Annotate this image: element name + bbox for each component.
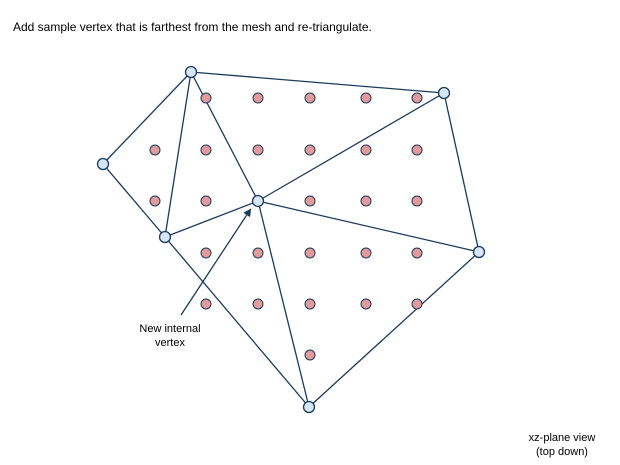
mesh-vertex: [158, 230, 172, 244]
sample-point: [411, 298, 423, 310]
sample-point: [200, 92, 212, 104]
sample-point: [200, 144, 212, 156]
mesh-edge: [190, 71, 445, 94]
sample-point: [411, 247, 423, 259]
sample-point: [411, 92, 423, 104]
mesh-edge: [102, 163, 166, 238]
mesh-edge: [102, 71, 192, 165]
view-label-line2: (top down): [536, 446, 588, 458]
sample-points: [149, 92, 423, 361]
sample-point: [360, 298, 372, 310]
sample-point: [200, 298, 212, 310]
mesh-edge: [257, 200, 310, 408]
view-label-line1: xz-plane view: [529, 432, 596, 444]
mesh-vertex: [184, 65, 198, 79]
sample-point: [252, 144, 264, 156]
mesh-vertex: [96, 157, 110, 171]
sample-point: [252, 298, 264, 310]
diagram-title: Add sample vertex that is farthest from …: [13, 20, 372, 34]
sample-point: [149, 144, 161, 156]
mesh-edge: [190, 71, 259, 202]
mesh-edge: [257, 200, 480, 253]
sample-point: [304, 195, 316, 207]
mesh-edge: [257, 92, 445, 202]
mesh-vertex: [472, 245, 486, 259]
sample-point: [200, 195, 212, 207]
mesh-vertex: [437, 86, 451, 100]
annotation-label-line1: New internal: [139, 323, 200, 335]
mesh-vertices: [96, 65, 486, 414]
sample-point: [304, 144, 316, 156]
sample-point: [411, 195, 423, 207]
annotation-label-line2: vertex: [155, 337, 185, 349]
mesh-edge: [164, 71, 192, 238]
mesh-edge: [164, 200, 259, 238]
mesh-edges: [102, 71, 480, 408]
sample-point: [304, 92, 316, 104]
sample-point: [149, 195, 161, 207]
mesh-edge: [308, 251, 480, 408]
sample-point: [252, 247, 264, 259]
sample-point: [360, 144, 372, 156]
mesh-edge: [164, 236, 310, 408]
sample-point: [304, 349, 316, 361]
sample-point: [200, 247, 212, 259]
sample-point: [411, 144, 423, 156]
mesh-vertex: [302, 400, 316, 414]
sample-point: [360, 247, 372, 259]
mesh-edge: [443, 92, 480, 253]
sample-point: [360, 195, 372, 207]
sample-point: [304, 247, 316, 259]
sample-point: [252, 92, 264, 104]
annotation-arrow: [180, 208, 252, 316]
new-internal-vertex: [251, 194, 265, 208]
sample-point: [360, 92, 372, 104]
sample-point: [304, 298, 316, 310]
